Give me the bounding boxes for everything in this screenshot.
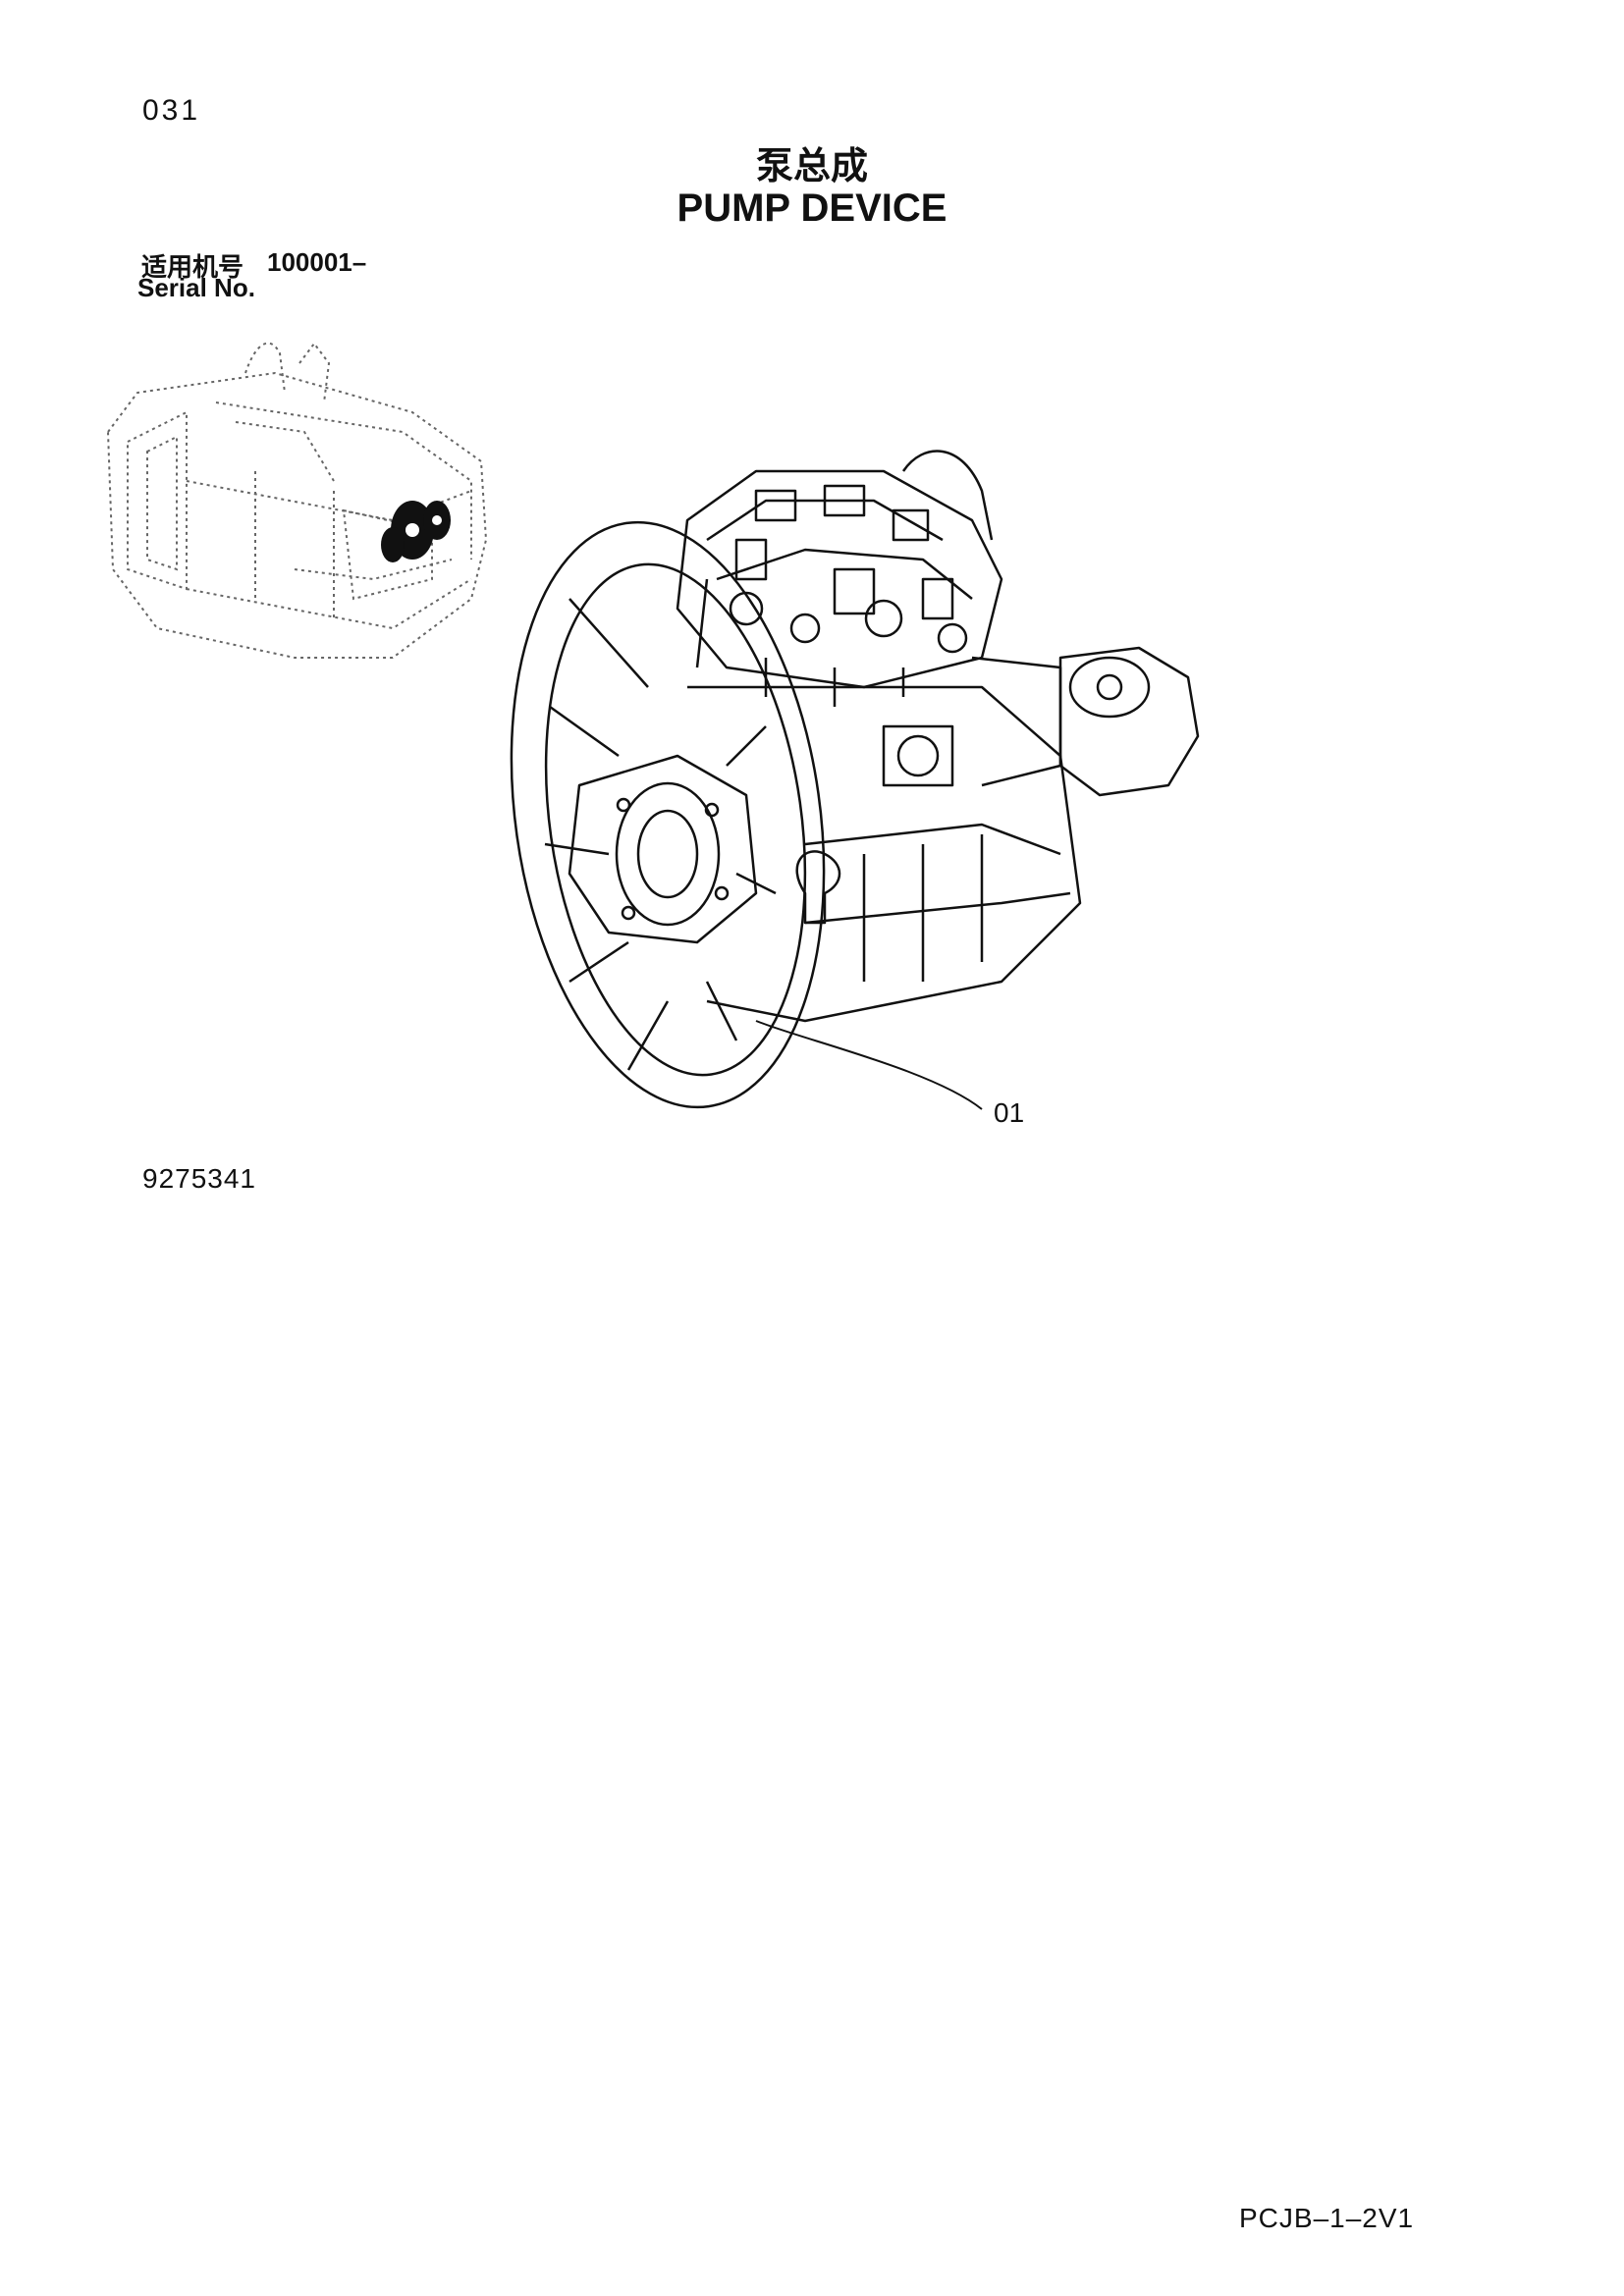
pump-device-illustration [510,450,1200,1110]
serial-label-chinese: 适用机号 [141,253,244,283]
callout-label: 01 [994,1097,1025,1128]
serial-value: 100001– [267,247,367,277]
title-english: PUMP DEVICE [677,187,947,230]
callout-leader-line [755,1020,983,1110]
title-chinese: 泵总成 [755,144,868,187]
machine-location-thumbnail [106,342,488,659]
page-number: 031 [142,94,201,127]
serial-label-english: Serial No. [137,273,255,302]
drawing-number: 9275341 [142,1163,257,1194]
footer-code: PCJB–1–2V1 [1239,2203,1415,2233]
